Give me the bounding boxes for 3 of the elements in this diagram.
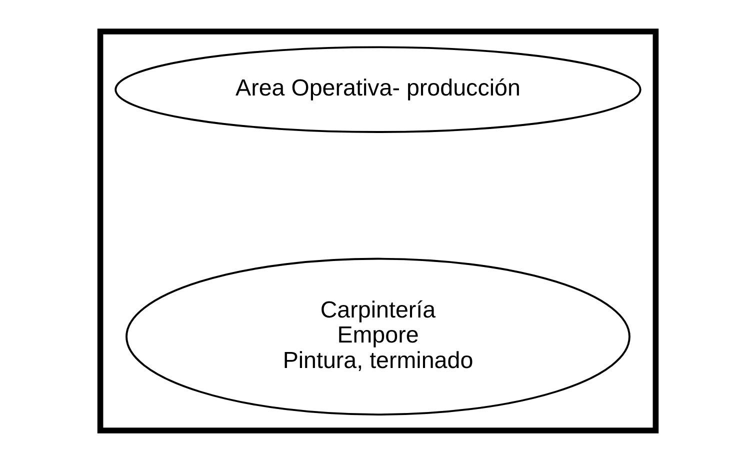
node-ellipse: Carpintería Empore Pintura, terminado [126, 258, 630, 416]
node-ellipse: Area Operativa- producción [114, 46, 642, 133]
cluster [97, 28, 659, 434]
